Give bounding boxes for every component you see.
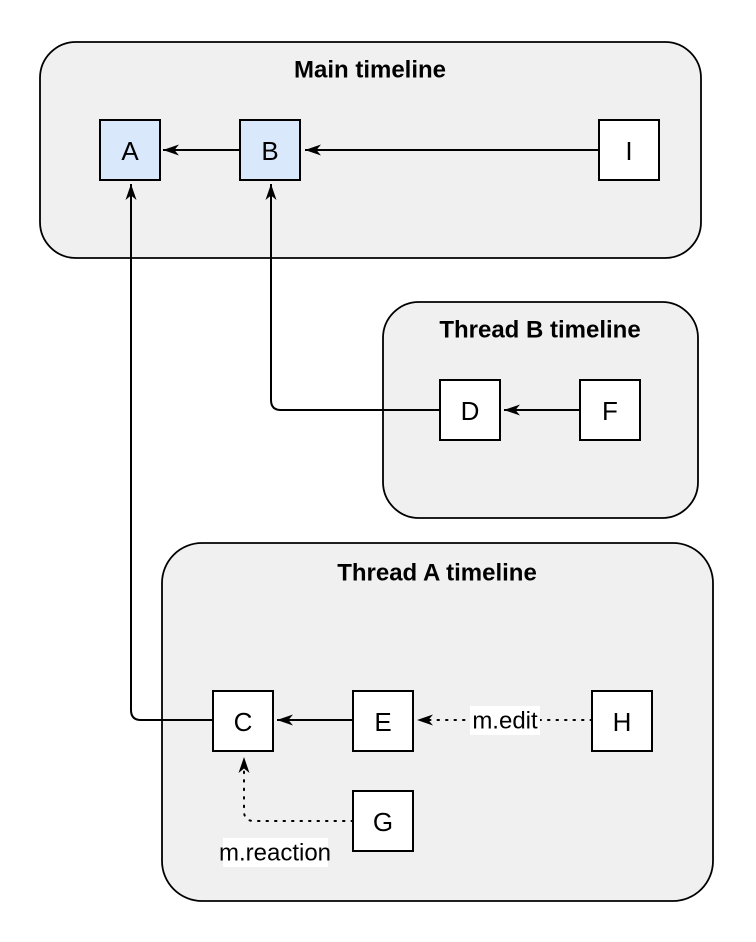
edge-label-bg-m-edit: [470, 706, 540, 735]
edge-label-bg-m-reaction: [223, 838, 328, 867]
event-node-label-i: I: [625, 136, 632, 166]
event-node-label-c: C: [234, 707, 253, 737]
event-node-label-b: B: [261, 136, 278, 166]
edge-c-to-a-arrow: [125, 184, 213, 721]
event-node-b: [239, 119, 301, 181]
event-node-label-g: G: [373, 807, 393, 837]
event-node-label-a: A: [121, 136, 139, 166]
event-node-c: [212, 690, 274, 752]
container-title-thread-a-timeline: Thread A timeline: [337, 560, 537, 587]
edge-d-to-b-arrow: [265, 184, 440, 411]
event-node-i: [598, 119, 660, 181]
container-thread-a-timeline: [161, 542, 714, 902]
event-node-h: [591, 690, 653, 752]
event-node-e: [352, 690, 414, 752]
container-title-thread-b-timeline: Thread B timeline: [439, 317, 640, 344]
event-node-g: [352, 790, 414, 852]
event-node-d: [439, 379, 501, 441]
event-node-a: [99, 119, 161, 181]
container-title-main-timeline: Main timeline: [294, 57, 446, 84]
event-node-label-d: D: [461, 396, 480, 426]
event-node-label-e: E: [374, 707, 391, 737]
edge-label-m-edit: m.edit: [472, 708, 538, 735]
event-node-f: [579, 379, 641, 441]
event-node-label-h: H: [613, 707, 632, 737]
event-node-label-f: F: [602, 396, 618, 426]
edge-label-m-reaction: m.reaction: [219, 840, 331, 867]
